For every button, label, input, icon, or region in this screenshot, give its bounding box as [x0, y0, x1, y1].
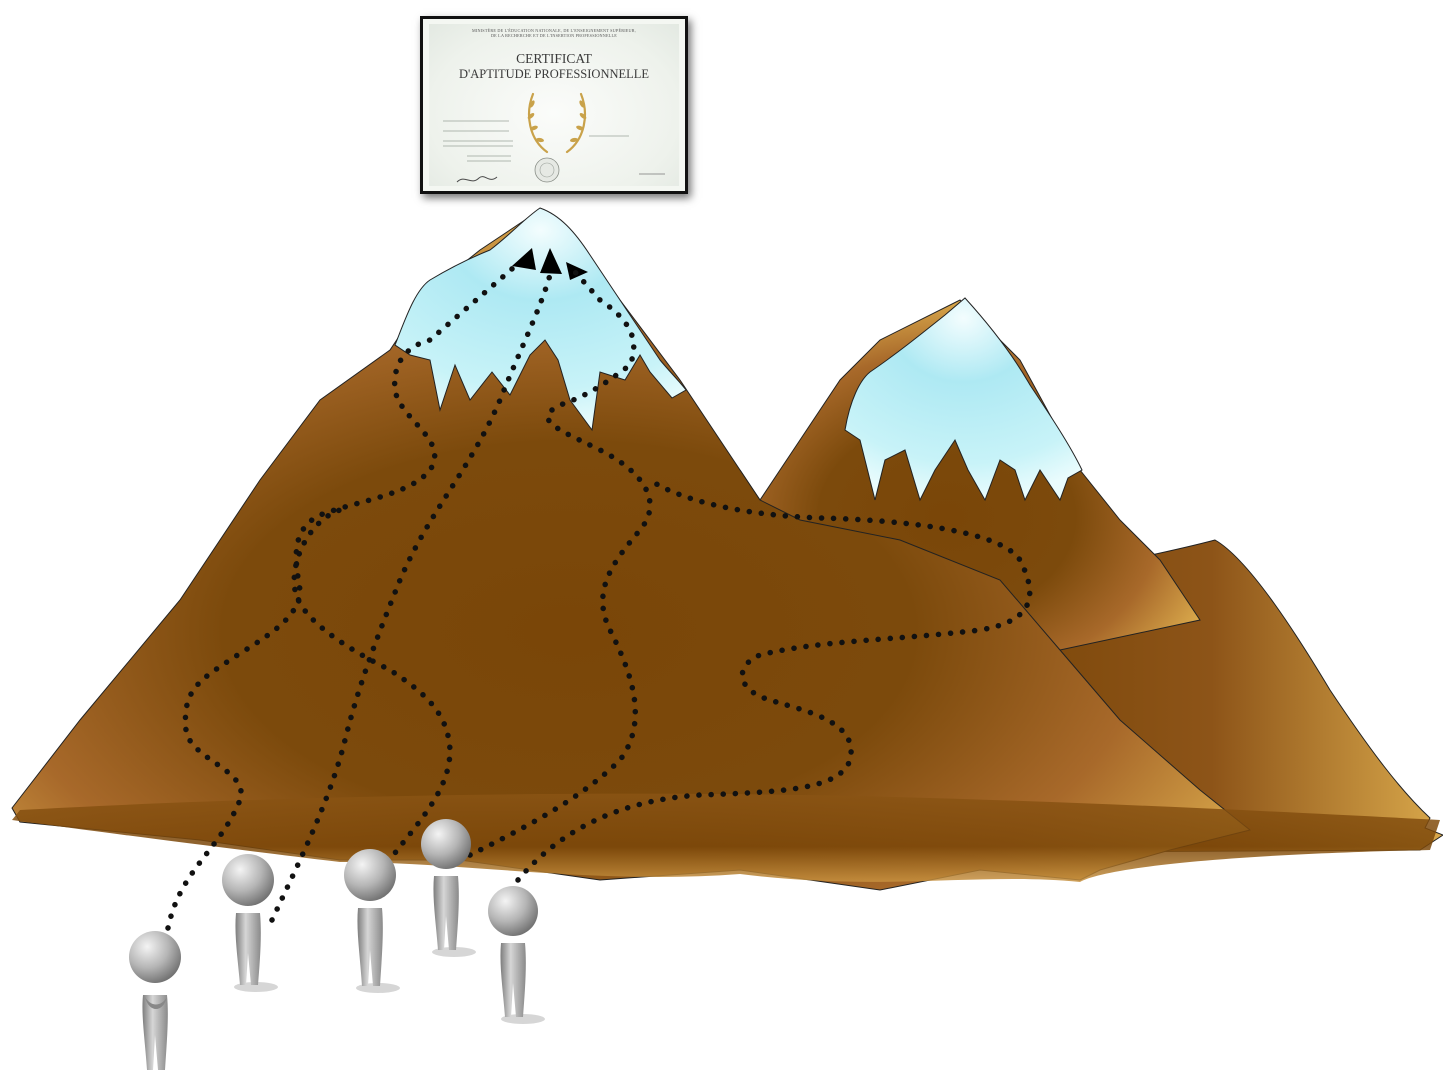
certificate-subtitle: D'APTITUDE PROFESSIONNELLE	[429, 67, 679, 81]
certificate-seal-graphic	[429, 24, 685, 192]
certificate-title: CERTIFICAT	[429, 52, 679, 66]
figure-5	[488, 886, 545, 1024]
figure-3	[344, 849, 400, 993]
certificate-paper: MINISTÈRE DE L'ÉDUCATION NATIONALE, DE L…	[429, 24, 679, 186]
certificate: MINISTÈRE DE L'ÉDUCATION NATIONALE, DE L…	[420, 16, 688, 194]
figure-1	[129, 931, 181, 1070]
figure-4	[421, 819, 476, 957]
figure-2	[222, 854, 278, 992]
